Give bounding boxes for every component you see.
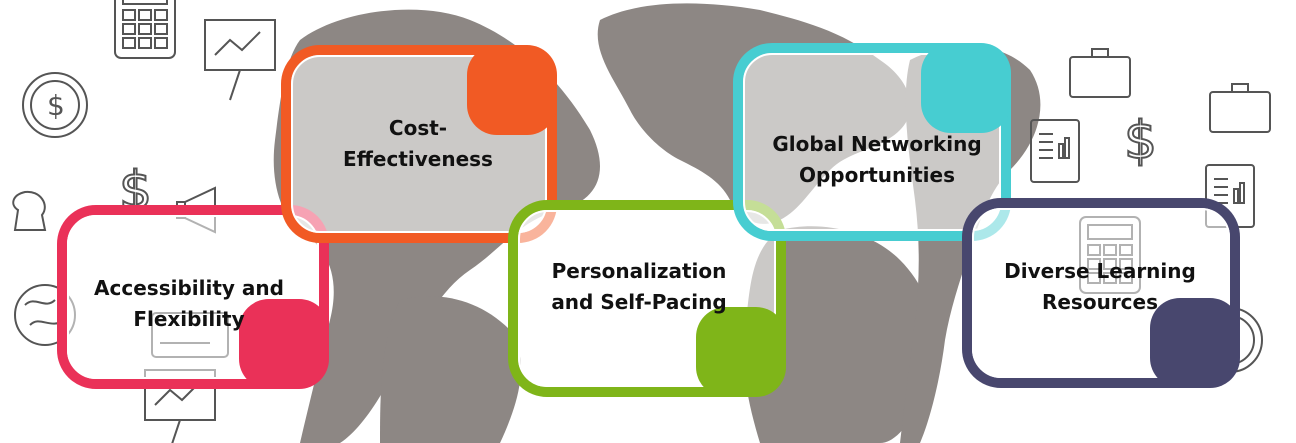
- svg-text:$: $: [1124, 111, 1157, 171]
- card-label-line: Global Networking: [772, 132, 982, 156]
- card-label-cost: Cost- Effectiveness: [306, 112, 530, 176]
- card-corner-tab: [467, 45, 557, 135]
- card-label-line: Flexibility: [133, 307, 245, 331]
- svg-text:$: $: [47, 89, 65, 122]
- card-label-line: Cost-: [388, 116, 448, 140]
- card-global: [733, 43, 1011, 241]
- card-corner-tab: [1150, 298, 1240, 388]
- card-label-global: Global Networking Opportunities: [752, 128, 1002, 192]
- chess-knight-icon: [12, 190, 47, 231]
- card-corner-tab: [239, 299, 329, 389]
- card-label-line: Opportunities: [798, 163, 955, 187]
- card-label-line: Personalization: [551, 259, 727, 283]
- globe-landmass-africa: [743, 226, 934, 443]
- card-label-diverse: Diverse Learning Resources: [980, 255, 1220, 319]
- card-label-line: Accessibility and: [94, 276, 284, 300]
- card-accessibility: [57, 205, 329, 389]
- clipboard-report-icon: [1030, 119, 1080, 183]
- dollar-coin-icon: $: [22, 72, 88, 138]
- card-diverse: [962, 198, 1240, 388]
- card-label-line: Resources: [1041, 290, 1159, 314]
- card-label-personalization: Personalization and Self-Pacing: [528, 255, 750, 319]
- card-personalization: [508, 200, 786, 397]
- dollar-coin-icon: $: [1123, 110, 1158, 172]
- calculator-icon: [114, 0, 176, 59]
- briefcase-icon: [1069, 48, 1131, 98]
- card-cost: [281, 45, 557, 243]
- card-corner-tab: [696, 307, 786, 397]
- globe-landmass-south: [380, 296, 521, 443]
- card-label-line: Diverse Learning: [1004, 259, 1196, 283]
- card-corner-tab: [921, 43, 1011, 133]
- briefcase-icon: [1209, 83, 1271, 133]
- presentation-chart-icon: [204, 19, 276, 101]
- card-label-accessibility: Accessibility and Flexibility: [70, 272, 308, 336]
- card-label-line: Effectiveness: [343, 147, 493, 171]
- card-label-line: and Self-Pacing: [551, 290, 727, 314]
